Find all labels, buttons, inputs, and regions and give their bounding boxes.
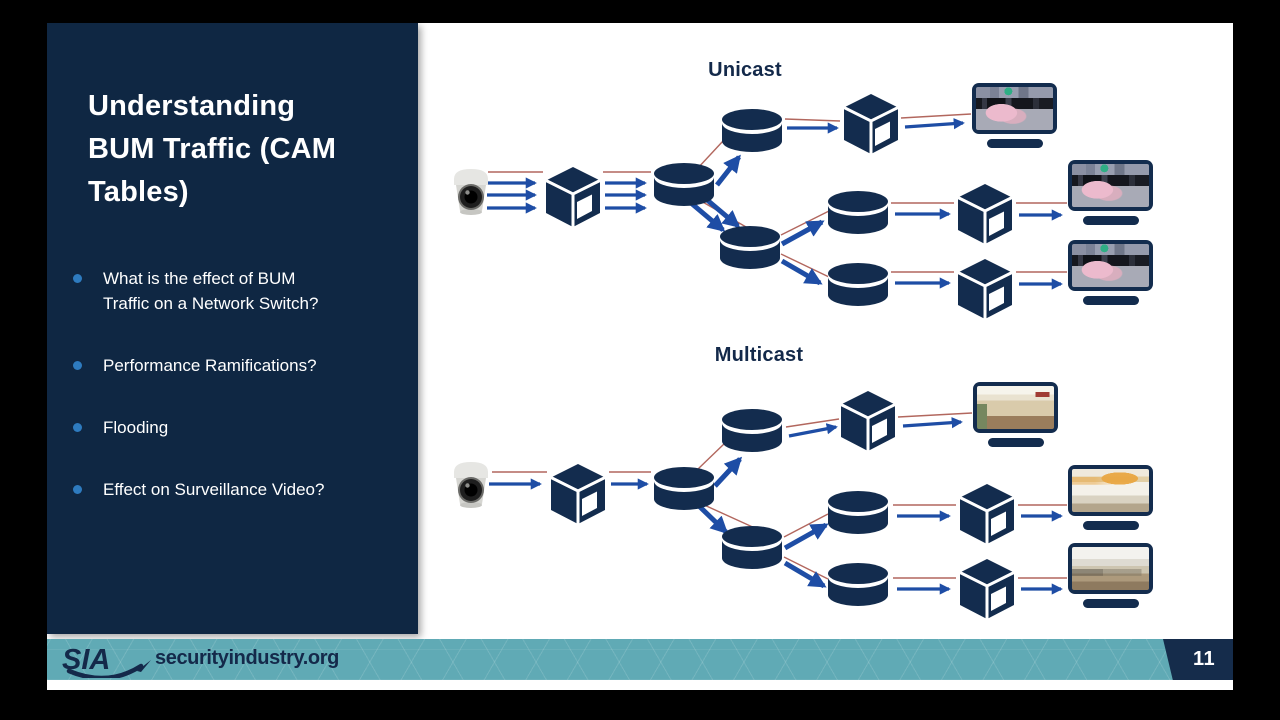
sia-logo-icon: SIA [62, 644, 151, 678]
monitor-glitched-video [1068, 240, 1153, 305]
sidebar-panel: Understanding BUM Traffic (CAM Tables) W… [47, 23, 418, 634]
network-hub-cylinder-icon [826, 190, 890, 236]
presentation-slide: Understanding BUM Traffic (CAM Tables) W… [47, 23, 1233, 690]
monitor-frame [1068, 160, 1153, 211]
network-switch-cube-icon [548, 463, 608, 525]
monitor-stand [987, 438, 1044, 447]
connector-lines [487, 113, 1067, 595]
network-hub-cylinder-icon [826, 490, 890, 536]
bullet-dot-icon [73, 274, 82, 283]
footer-band: SIA securityindustry.org 11 [47, 639, 1233, 680]
monitor-frame [1068, 465, 1153, 516]
monitor-frame [1068, 543, 1153, 594]
office-video-feed [1072, 547, 1149, 590]
security-camera-icon [448, 460, 494, 508]
monitor-clean-video [1068, 465, 1153, 530]
bullet-item: What is the effect of BUM Traffic on a N… [73, 266, 353, 316]
monitor-stand [1082, 599, 1139, 608]
monitor-stand [1082, 296, 1139, 305]
multicast-diagram-label: Multicast [714, 344, 804, 366]
bullet-dot-icon [73, 423, 82, 432]
monitor-glitched-video [1068, 160, 1153, 225]
network-switch-cube-icon [957, 558, 1017, 620]
network-hub-cylinder-icon [652, 466, 716, 512]
monitor-stand [986, 139, 1043, 148]
website-text: securityindustry.org [155, 647, 339, 669]
network-hub-cylinder-icon [720, 525, 784, 571]
slide-title: Understanding BUM Traffic (CAM Tables) [88, 90, 337, 208]
network-switch-cube-icon [841, 93, 901, 155]
unicast-diagram-label: Unicast [708, 59, 782, 81]
glitched-video-feed [1072, 164, 1149, 207]
glitched-video-feed [1072, 244, 1149, 287]
bullet-list: What is the effect of BUM Traffic on a N… [73, 266, 353, 539]
network-hub-cylinder-icon [826, 262, 890, 308]
bullet-dot-icon [73, 485, 82, 494]
monitor-frame [972, 83, 1057, 134]
monitor-frame [1068, 240, 1153, 291]
page-number-badge: 11 [1163, 639, 1233, 680]
bullet-item: Performance Ramifications? [73, 353, 353, 378]
bullet-item: Flooding [73, 415, 353, 440]
bullet-item: Effect on Surveillance Video? [73, 477, 353, 502]
network-switch-cube-icon [955, 258, 1015, 320]
network-hub-cylinder-icon [718, 225, 782, 271]
glitched-video-feed [976, 87, 1053, 130]
network-switch-cube-icon [838, 390, 898, 452]
network-hub-cylinder-icon [652, 162, 716, 208]
network-switch-cube-icon [955, 183, 1015, 245]
monitor-clean-video [973, 382, 1058, 447]
monitor-stand [1082, 521, 1139, 530]
office-video-feed [977, 386, 1054, 429]
security-camera-icon [448, 167, 494, 215]
network-switch-cube-icon [957, 483, 1017, 545]
network-hub-cylinder-icon [720, 408, 784, 454]
network-hub-cylinder-icon [720, 108, 784, 154]
office-video-feed [1072, 469, 1149, 512]
monitor-glitched-video [972, 83, 1057, 148]
monitor-frame [973, 382, 1058, 433]
network-hub-cylinder-icon [826, 562, 890, 608]
network-switch-cube-icon [543, 166, 603, 228]
bullet-dot-icon [73, 361, 82, 370]
monitor-clean-video [1068, 543, 1153, 608]
monitor-stand [1082, 216, 1139, 225]
